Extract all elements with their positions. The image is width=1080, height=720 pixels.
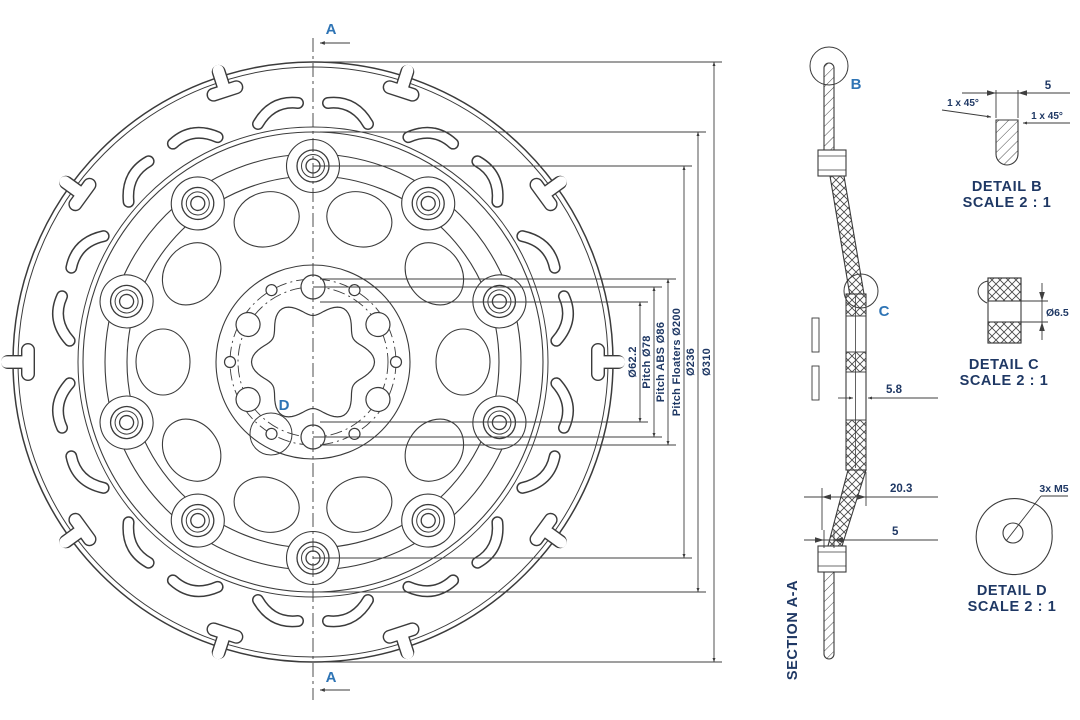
detail-d-circle — [249, 412, 293, 456]
section-dim-5: 5 — [892, 526, 899, 538]
detail-d-marker-label: D — [279, 397, 290, 414]
dim-outer: Ø310 — [701, 348, 713, 376]
section-carrier-arm-top — [829, 175, 865, 297]
detail-d-title: DETAIL D — [977, 583, 1047, 599]
detail-d-callout: 3x M5 — [1039, 483, 1068, 495]
detail-b-dim-5: 5 — [1045, 80, 1052, 92]
section-retainer-tab-lower — [811, 365, 820, 401]
centre-bore-spline — [250, 306, 376, 418]
detail-c-marker-label: C — [879, 303, 890, 320]
dim-pitch-abs: Pitch ABS Ø86 — [655, 322, 667, 403]
detail-c-title: DETAIL C — [969, 357, 1039, 373]
detail-c-scale: SCALE 2 : 1 — [960, 373, 1049, 389]
section-dim-5-8: 5.8 — [886, 384, 903, 396]
detail-c-circle — [843, 273, 879, 309]
dimension-lines — [313, 61, 722, 663]
dim-bore: Ø62.2 — [627, 346, 639, 377]
section-band-top — [823, 62, 835, 151]
section-bobbin-top — [817, 149, 847, 177]
detail-c-dim: Ø6.5 — [1046, 307, 1069, 319]
section-arrow-a-bottom: A — [326, 669, 337, 686]
detail-b-marker-label: B — [851, 76, 862, 93]
dim-pitch: Pitch Ø78 — [641, 335, 653, 388]
detail-b-title: DETAIL B — [972, 179, 1042, 195]
dim-pitch-floaters: Pitch Floaters Ø200 — [671, 308, 683, 416]
detail-b-chamfer-right: 1 x 45° — [1031, 111, 1063, 122]
section-band-bottom — [823, 571, 835, 660]
section-dimensions — [804, 396, 938, 548]
detail-c-view — [977, 277, 1048, 344]
detail-d-scale: SCALE 2 : 1 — [968, 599, 1057, 615]
detail-d-hole — [1002, 522, 1024, 544]
detail-b-circle — [809, 46, 849, 86]
section-arrow-a-top: A — [326, 21, 337, 38]
section-arrows — [319, 41, 350, 692]
section-retainer-tab-upper — [811, 317, 820, 353]
detail-b-scale: SCALE 2 : 1 — [963, 195, 1052, 211]
detail-d-section — [975, 498, 1053, 576]
detail-b-section — [995, 119, 1019, 166]
section-dim-20-3: 20.3 — [890, 483, 912, 495]
detail-b-view — [941, 90, 1070, 166]
section-bobbin-bottom — [817, 545, 847, 573]
detail-b-chamfer-left: 1 x 45° — [947, 98, 979, 109]
detail-d-view — [975, 495, 1068, 576]
dimension-labels: Ø62.2 Pitch Ø78 Pitch ABS Ø86 Pitch Floa… — [627, 308, 713, 416]
dim-band-inner: Ø236 — [685, 348, 697, 376]
section-view — [811, 62, 867, 660]
section-view-title: SECTION A-A — [785, 580, 801, 680]
